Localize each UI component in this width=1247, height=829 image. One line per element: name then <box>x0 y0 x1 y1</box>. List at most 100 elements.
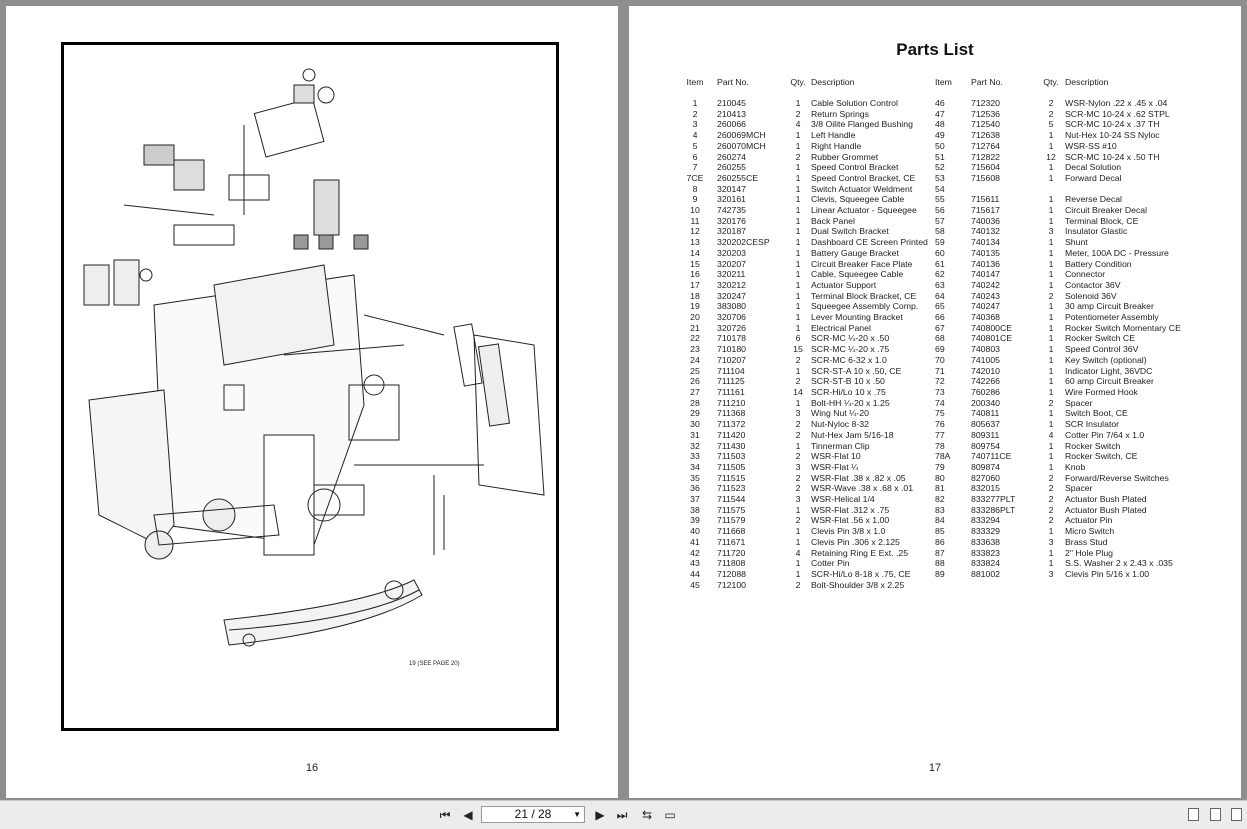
cell-description: Forward/Reverse Switches <box>1065 472 1169 483</box>
cell-part-no: 833286PLT <box>971 504 1016 515</box>
cell-part-no: 809311 <box>971 429 1000 440</box>
cell-item: 64 <box>935 290 945 301</box>
cell-item: 72 <box>935 376 945 387</box>
cell-description: WSR-Flat 10 <box>811 451 861 462</box>
cell-description: SCR Insulator <box>1065 419 1120 430</box>
cell-part-no: 809754 <box>971 440 1000 451</box>
cell-item: 77 <box>935 429 945 440</box>
cell-part-no: 712100 <box>717 579 746 590</box>
cell-part-no: 210045 <box>717 98 746 108</box>
cell-part-no: 320161 <box>717 194 746 205</box>
parts-table-header: Item Part No. Qty. Description Item Part… <box>673 76 1185 98</box>
cell-qty: 2 <box>795 579 801 590</box>
cell-description: WSR-Wave .38 x .68 x .01 <box>811 483 914 494</box>
cell-part-no: 833638 <box>971 536 1000 547</box>
cell-description: Back Panel <box>811 215 855 226</box>
cell-item: 16 <box>690 269 700 280</box>
fit-width-icon[interactable]: ▭ <box>664 808 676 822</box>
cell-part-no: 740243 <box>971 290 1000 301</box>
cell-item: 56 <box>935 205 945 216</box>
page-indicator-select[interactable]: 21 / 28 ▼ <box>481 806 585 823</box>
cell-part-no: 711668 <box>717 526 746 537</box>
cell-description: Indicator Light, 36VDC <box>1065 365 1153 376</box>
cell-description: 2" Hole Plug <box>1065 547 1113 558</box>
cell-qty: 1 <box>795 312 801 323</box>
cell-qty: 1 <box>1048 301 1054 312</box>
last-page-icon[interactable]: ⏭ <box>616 808 628 822</box>
cell-qty: 1 <box>795 397 801 408</box>
cell-description: Circuit Breaker Decal <box>1065 205 1148 216</box>
cell-part-no: 742266 <box>971 376 1000 387</box>
cell-description: Speed Control 36V <box>1065 344 1139 355</box>
cell-part-no: 712540 <box>971 119 1000 130</box>
cell-description: SCR-ST-B 10 x .50 <box>811 376 885 387</box>
cell-part-no: 881002 <box>971 568 1000 579</box>
cell-qty: 3 <box>1048 536 1054 547</box>
cell-qty: 1 <box>1048 162 1054 173</box>
cell-qty: 1 <box>1048 440 1054 451</box>
cell-part-no: 712822 <box>971 151 1000 162</box>
fit-page-icon[interactable]: ⇆ <box>641 808 653 822</box>
cell-qty: 2 <box>795 376 801 387</box>
cell-qty: 2 <box>1048 504 1054 515</box>
cell-description: WSR-SS #10 <box>1065 140 1117 151</box>
cell-qty: 1 <box>1048 333 1054 344</box>
prev-page-icon[interactable]: ◀ <box>463 808 473 822</box>
cell-qty: 1 <box>795 536 801 547</box>
next-page-icon[interactable]: ▶ <box>595 808 605 822</box>
cell-qty: 1 <box>1048 269 1054 280</box>
cell-item: 84 <box>935 515 945 526</box>
header-qty: Qty. <box>790 77 806 87</box>
single-page-view-icon[interactable] <box>1188 808 1199 821</box>
cell-item: 7CE <box>686 172 704 183</box>
cell-qty: 1 <box>795 301 801 312</box>
first-page-icon[interactable]: ⏮ <box>439 808 451 822</box>
cell-part-no: 740711CE <box>971 451 1012 462</box>
cell-part-no: 742735 <box>717 205 746 216</box>
cell-item: 59 <box>935 237 945 248</box>
cell-description: SCR-MC ¼-20 x .75 <box>811 344 890 355</box>
cell-part-no: 260255 <box>717 162 746 173</box>
cell-qty: 6 <box>795 333 801 344</box>
cell-part-no: 805637 <box>971 419 1000 430</box>
cell-item: 46 <box>935 98 945 108</box>
cell-description: SCR-ST-A 10 x .50, CE <box>811 365 902 376</box>
two-page-view-icon[interactable] <box>1210 808 1221 821</box>
cell-item: 74 <box>935 397 945 408</box>
cell-item: 35 <box>690 472 700 483</box>
cell-qty: 2 <box>795 108 801 119</box>
cell-qty: 3 <box>795 408 801 419</box>
grid-view-icon[interactable] <box>1231 808 1242 821</box>
cell-description: Meter, 100A DC - Pressure <box>1065 247 1169 258</box>
diagram-callout: 19 (SEE PAGE 20) <box>409 661 460 667</box>
cell-item <box>935 580 971 591</box>
cell-item: 44 <box>690 568 700 579</box>
cell-description: WSR-Flat ¼ <box>811 461 859 472</box>
cell-description: Retaining Ring E Ext. .25 <box>811 547 909 558</box>
cell-item: 58 <box>935 226 945 237</box>
cell-part-no <box>971 580 1037 591</box>
cell-description: Battery Gauge Bracket <box>811 247 899 258</box>
cell-part-no: 740135 <box>971 247 1000 258</box>
cell-qty: 1 <box>795 290 801 301</box>
cell-qty: 1 <box>795 130 801 141</box>
cell-item: 19 <box>690 301 700 312</box>
cell-description: Rocker Switch <box>1065 440 1121 451</box>
cell-part-no: 210413 <box>717 108 746 119</box>
cell-item: 17 <box>690 279 700 290</box>
cell-qty: 5 <box>1048 119 1054 130</box>
cell-qty: 1 <box>795 226 801 237</box>
cell-item: 9 <box>692 194 698 205</box>
